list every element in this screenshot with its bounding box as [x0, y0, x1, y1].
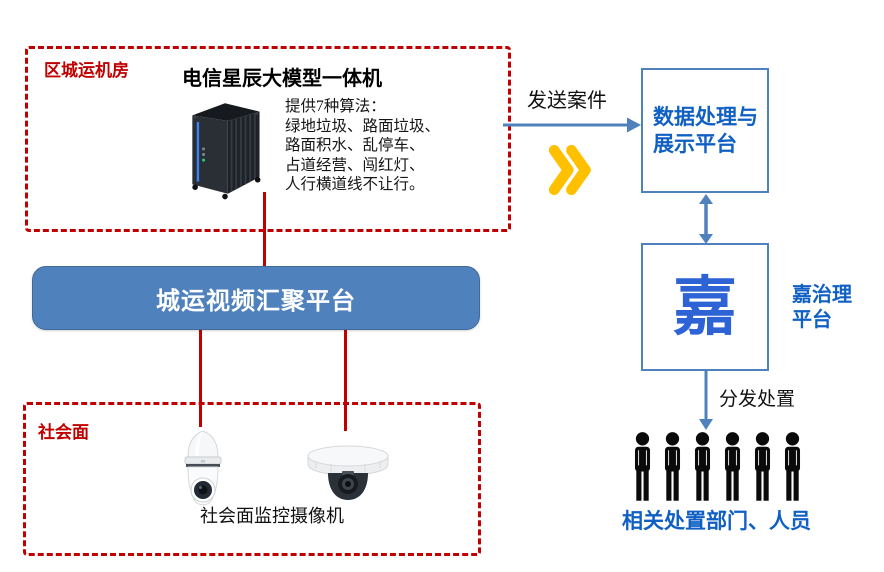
dispatch-label: 分发处置: [719, 389, 796, 410]
society-label: 社会面: [38, 423, 89, 442]
data-platform-label-line2: 展示平台: [653, 132, 737, 156]
person-icon: [661, 429, 684, 507]
data-platform-label-line1: 数据处理与: [653, 105, 758, 129]
connector-hub-to-ptz-camera: [199, 328, 202, 427]
connector-device-to-hub: [263, 192, 266, 266]
person-icon: [721, 429, 744, 507]
jia-platform-box: 嘉: [641, 243, 769, 371]
algorithm-line: 提供7种算法：: [285, 98, 386, 115]
send-case-label: 发送案件: [527, 90, 607, 112]
video-hub-label: 城运视频汇聚平台: [156, 287, 356, 315]
jia-logo: 嘉: [673, 271, 737, 343]
jia-platform-label-line2: 平台: [792, 309, 832, 331]
recipients-caption: 相关处置部门、人员: [622, 510, 811, 533]
algorithm-line: 路面积水、乱停车、: [285, 137, 425, 154]
algorithm-list: 提供7种算法： 绿地垃圾、路面垃圾、 路面积水、乱停车、 占道经营、闯红灯、 人…: [285, 97, 470, 195]
edge-ai-server-icon: [192, 103, 261, 200]
machine-room-group-box: [25, 46, 511, 232]
camera-caption: 社会面监控摄像机: [200, 506, 344, 526]
algorithm-line: 绿地垃圾、路面垃圾、: [285, 117, 441, 135]
person-icon: [631, 429, 654, 507]
ptz-dome-camera-icon: uv: [184, 430, 222, 506]
dispatch-arrow: [699, 371, 713, 430]
send-case-arrow: [503, 117, 641, 133]
person-icon: [781, 429, 804, 507]
algorithm-line: 人行横道线不让行。: [285, 176, 425, 193]
jia-platform-label: 嘉治理 平台: [792, 283, 852, 333]
algorithm-line: 占道经营、闯红灯、: [285, 156, 425, 174]
jia-platform-label-line1: 嘉治理: [792, 284, 852, 306]
data-platform-box: 数据处理与 展示平台: [641, 68, 769, 193]
sync-arrow: [699, 194, 713, 244]
person-icon: [751, 429, 774, 507]
double-chevron-icon: [548, 144, 591, 196]
machine-room-label: 区城运机房: [44, 61, 129, 80]
video-hub-bar: 城运视频汇聚平台: [32, 266, 480, 330]
svg-text:uv: uv: [201, 459, 207, 464]
device-title: 电信星辰大模型一体机: [182, 68, 382, 90]
person-icon: [691, 429, 714, 507]
society-group-box: [23, 402, 481, 556]
recipients-people-group: [631, 429, 804, 507]
connector-hub-to-dome-camera: [344, 328, 347, 431]
fixed-dome-camera-icon: [307, 445, 389, 500]
